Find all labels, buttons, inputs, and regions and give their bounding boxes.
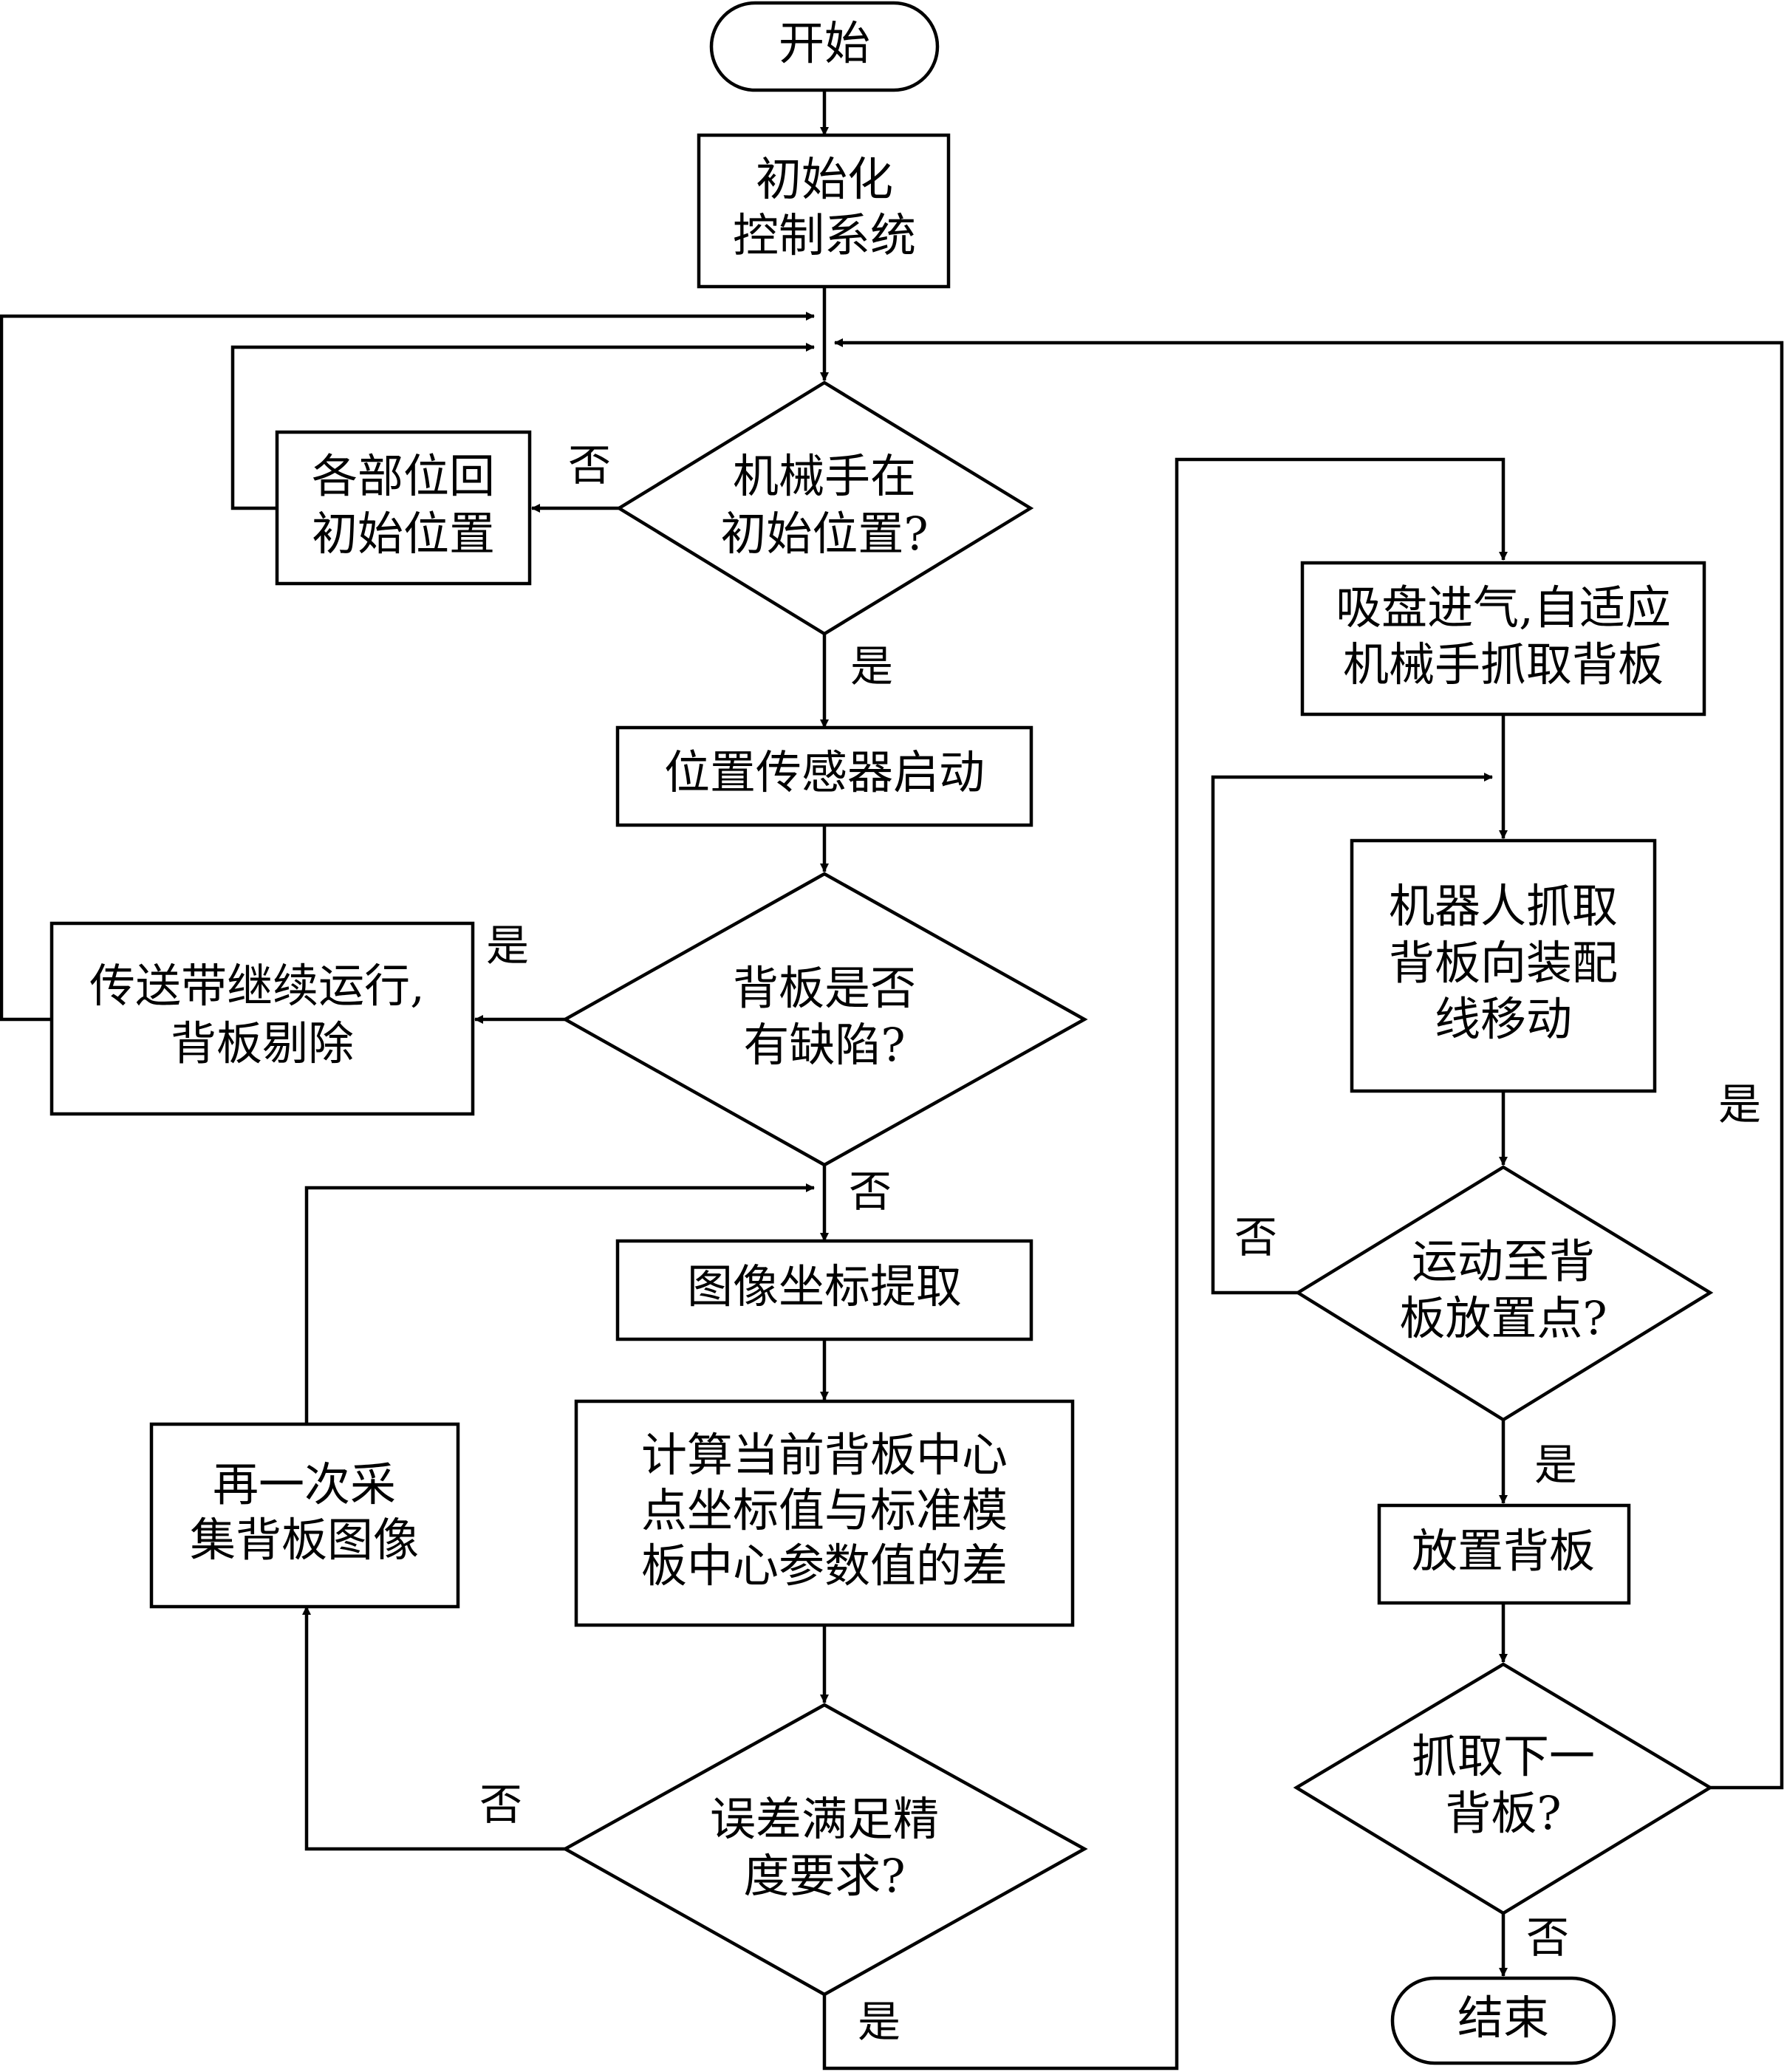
recapture-process: 再一次采 集背板图像 [149, 1422, 460, 1609]
compute-diff-line-1: 计算当前背板中心 [641, 1428, 1008, 1482]
compute-diff-process: 计算当前背板中心 点坐标值与标准模 板中心参数值的差 [574, 1399, 1075, 1627]
move-to-line-line-2: 背板向装配 [1389, 936, 1618, 990]
extract-coords-process: 图像坐标提取 [615, 1239, 1033, 1341]
edge-reset-loop-back [230, 343, 815, 510]
init-line-2: 控制系统 [733, 208, 916, 262]
recapture-line-1: 再一次采 [213, 1457, 396, 1511]
place-board-process: 放置背板 [1377, 1503, 1631, 1605]
check-precision-decision: 误差满足精 度要求? [561, 1703, 1088, 1997]
extract-coords-label: 图像坐标提取 [687, 1259, 962, 1313]
grab-board-line-1: 吸盘进气,自适应 [1336, 581, 1671, 635]
init-process: 初始化 控制系统 [697, 133, 951, 289]
edge-precision-no [302, 1606, 565, 1851]
sensor-start-process: 位置传感器启动 [615, 725, 1033, 827]
edge-precision-yes [822, 457, 1508, 2071]
check-defect-line-2: 有缺陷? [743, 1018, 905, 1072]
compute-diff-line-3: 板中心参数值的差 [641, 1539, 1008, 1593]
check-init-pos-decision: 机械手在 初始位置? [615, 380, 1034, 636]
start-label: 开始 [779, 16, 870, 70]
place-board-label: 放置背板 [1412, 1524, 1595, 1578]
label-place-no: 否 [1234, 1212, 1277, 1262]
end-label: 结束 [1457, 1991, 1549, 2045]
check-init-pos-line-1: 机械手在 [733, 449, 916, 503]
check-place-point-line-1: 运动至背 [1412, 1234, 1595, 1288]
move-to-line-process: 机器人抓取 背板向装配 线移动 [1350, 838, 1657, 1093]
label-precision-no: 否 [479, 1779, 522, 1830]
move-to-line-line-3: 线移动 [1435, 992, 1572, 1046]
check-next-line-2: 背板? [1445, 1786, 1561, 1840]
check-place-point-decision: 运动至背 板放置点? [1294, 1165, 1714, 1422]
reject-line-2: 背板剔除 [171, 1016, 354, 1070]
edge-recapture-loop-back [304, 1183, 815, 1424]
check-place-point-line-2: 板放置点? [1399, 1291, 1607, 1345]
label-init-pos-yes: 是 [850, 641, 893, 691]
grab-board-process: 吸盘进气,自适应 机械手抓取背板 [1300, 561, 1706, 717]
label-place-yes: 是 [1534, 1440, 1577, 1490]
label-next-no: 否 [1526, 1912, 1569, 1963]
check-defect-line-1: 背板是否 [733, 961, 916, 1015]
move-to-line-line-1: 机器人抓取 [1389, 879, 1618, 933]
check-next-line-1: 抓取下一 [1412, 1729, 1595, 1783]
check-init-pos-line-2: 初始位置? [720, 507, 928, 561]
reset-pos-process: 各部位回 初始位置 [275, 430, 532, 586]
edge-reject-loop-back [0, 312, 815, 1022]
check-defect-decision: 背板是否 有缺陷? [561, 872, 1088, 1167]
edge-labels: 否 是 是 否 否 是 否 是 是 否 [479, 440, 1761, 2047]
reset-pos-line-1: 各部位回 [312, 449, 495, 503]
check-precision-line-2: 度要求? [743, 1849, 905, 1903]
compute-diff-line-2: 点坐标值与标准模 [641, 1483, 1008, 1537]
recapture-line-2: 集背板图像 [190, 1513, 419, 1567]
start-node: 开始 [709, 1, 940, 92]
reject-line-1: 传送带继续运行, [89, 959, 425, 1013]
label-defect-no: 否 [849, 1166, 892, 1217]
label-init-pos-no: 否 [568, 440, 611, 490]
check-precision-line-1: 误差满足精 [710, 1792, 939, 1846]
edge-place-no-loop-back [1211, 773, 1493, 1295]
label-precision-yes: 是 [858, 1997, 900, 2047]
end-node: 结束 [1390, 1976, 1616, 2065]
edge-next-yes-loop-back [834, 338, 1784, 1790]
sensor-start-label: 位置传感器启动 [664, 745, 985, 799]
check-next-decision: 抓取下一 背板? [1293, 1662, 1714, 1915]
init-line-1: 初始化 [756, 152, 893, 206]
reject-process: 传送带继续运行, 背板剔除 [49, 921, 475, 1116]
reset-pos-line-2: 初始位置 [312, 507, 495, 561]
label-next-yes: 是 [1718, 1079, 1761, 1129]
connectors [0, 90, 1784, 2071]
grab-board-line-2: 机械手抓取背板 [1343, 637, 1664, 691]
label-defect-yes: 是 [486, 920, 529, 971]
